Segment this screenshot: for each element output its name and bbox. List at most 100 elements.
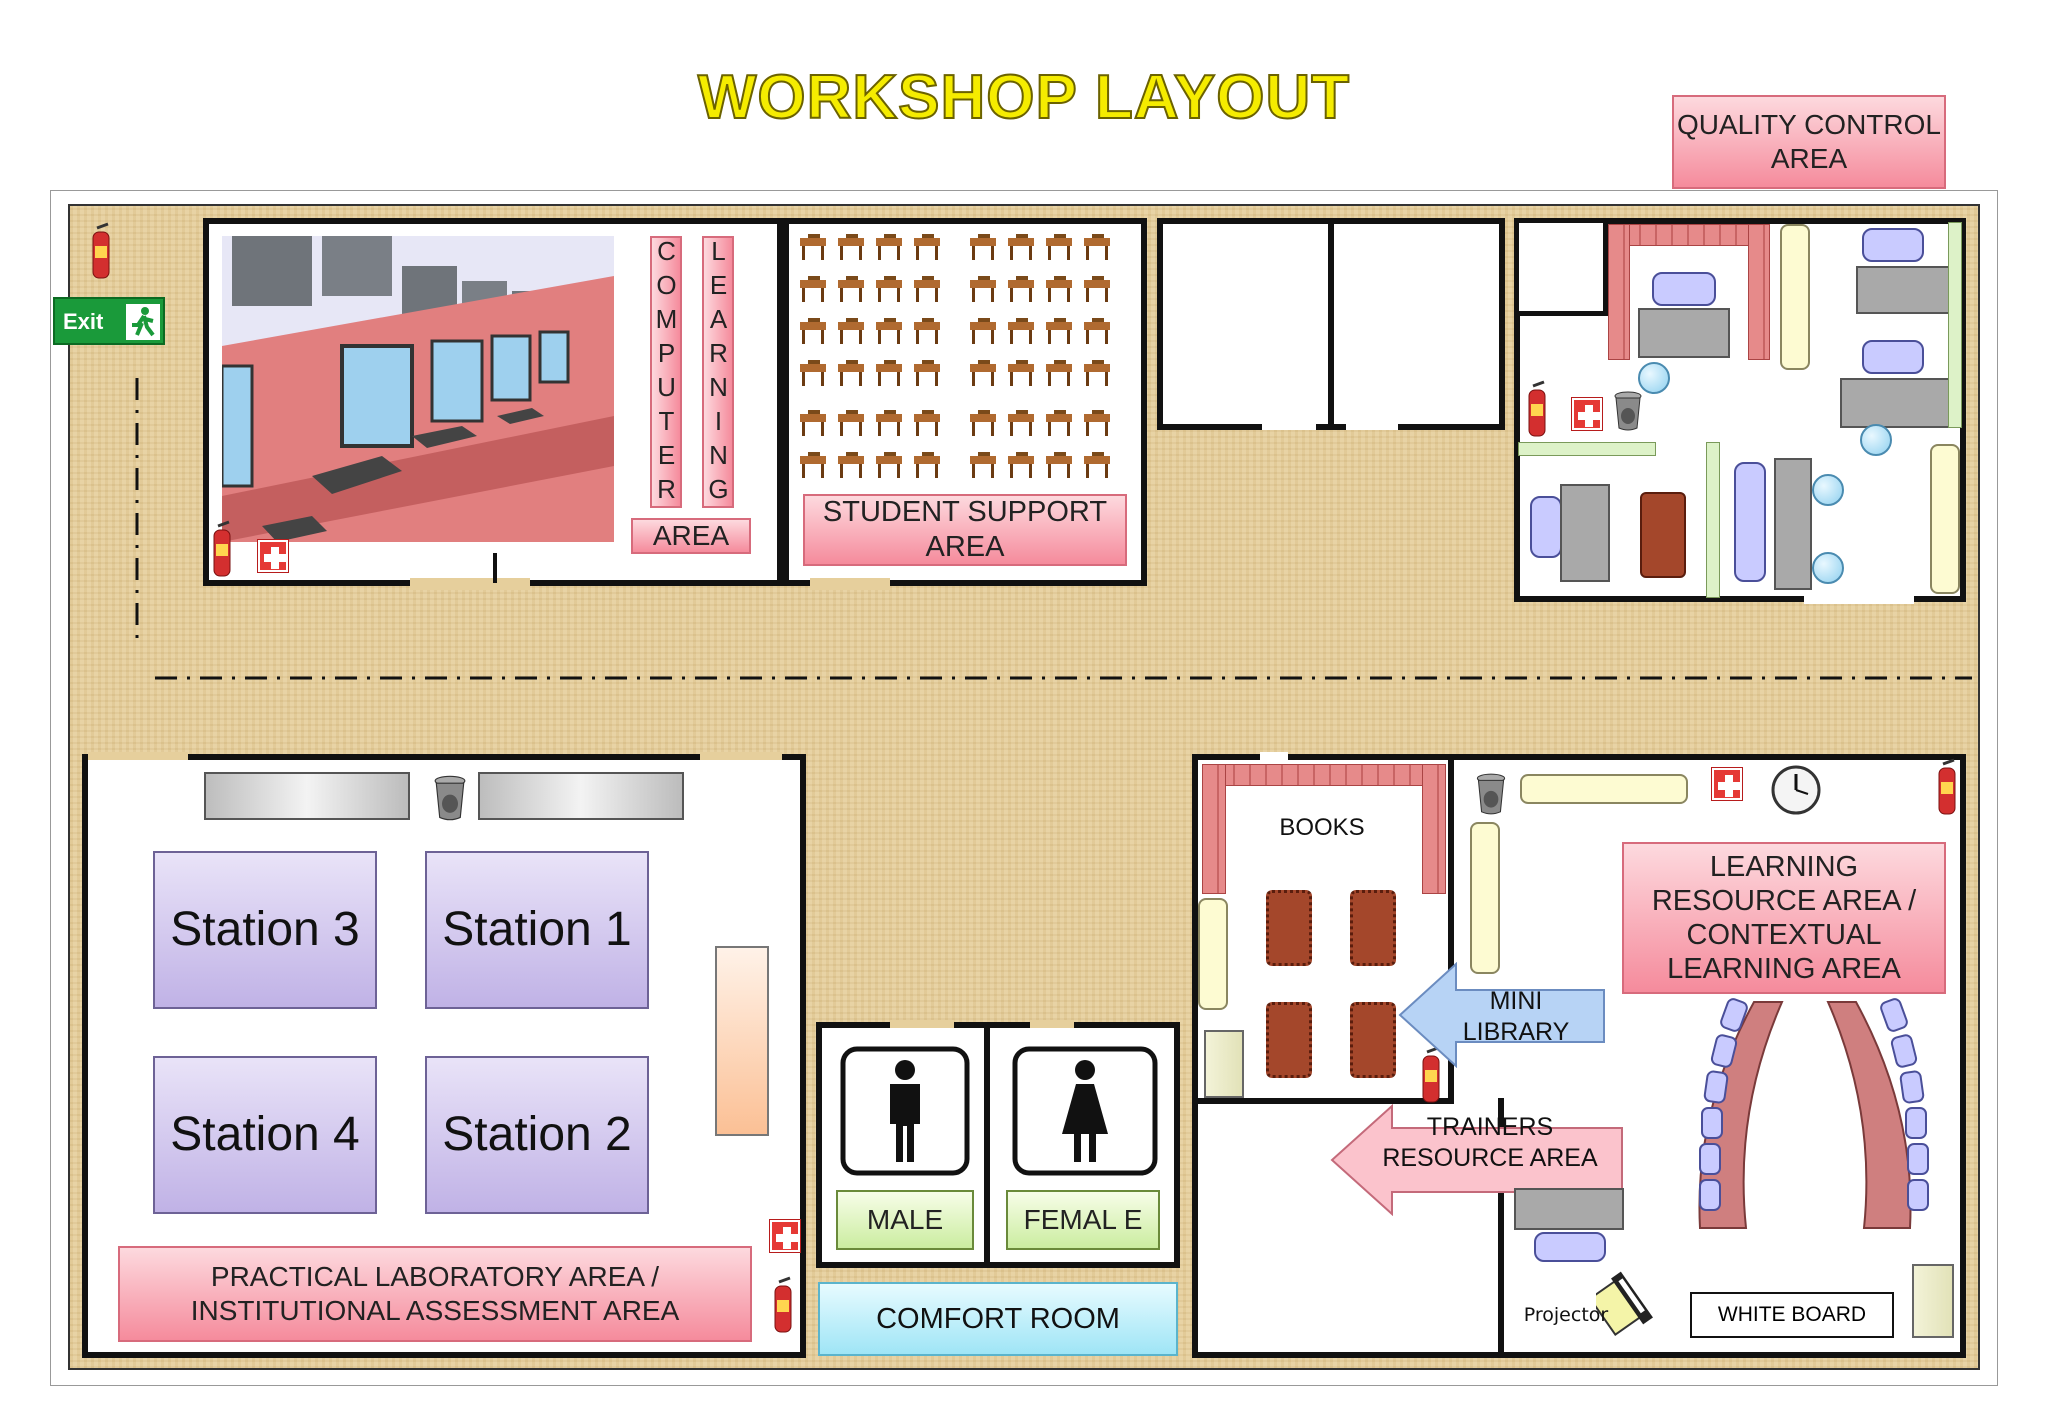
learning-vertical-label: LEARNING: [702, 236, 734, 508]
stool-icon: [1812, 474, 1844, 506]
page-title: WORKSHOP LAYOUT: [697, 62, 1351, 133]
library-table: [1350, 1002, 1396, 1078]
computer-area-label: AREA: [631, 518, 751, 554]
library-table: [1266, 890, 1312, 966]
first-aid-icon: [769, 1219, 801, 1253]
desk-chair-icon: [1530, 496, 1562, 558]
library-wall: [1448, 754, 1454, 1104]
desk-chair-icon: [1862, 340, 1924, 374]
stool-icon: [1638, 362, 1670, 394]
first-aid-icon: [1711, 767, 1743, 801]
doorway: [810, 578, 890, 590]
fire-extinguisher-icon: [1528, 380, 1546, 437]
trainers-resource-label: TRAINERS RESOURCE AREA: [1382, 1113, 1598, 1172]
male-toilet-icon: [840, 1046, 970, 1176]
fire-extinguisher-icon: [213, 520, 231, 577]
student-support-area-label: STUDENT SUPPORT AREA: [803, 494, 1127, 566]
bookshelf: [1202, 764, 1226, 894]
qc-desk: [1774, 458, 1812, 590]
wall-shelf: [1518, 442, 1656, 456]
white-board: WHITE BOARD: [1690, 1292, 1894, 1338]
sofa-icon: [1780, 224, 1810, 370]
fire-extinguisher-icon: [774, 1276, 792, 1333]
cr-divider: [984, 1022, 990, 1268]
trash-bin-icon: [1476, 773, 1506, 815]
running-man-icon: [126, 304, 160, 340]
u-shaped-table: [1698, 1001, 1912, 1229]
desk-block-left: [800, 234, 940, 478]
station-1: Station 1: [425, 851, 649, 1009]
female-toilet-icon: [1012, 1046, 1158, 1176]
stool-icon: [1860, 424, 1892, 456]
mini-library-label: MINI LIBRARY: [1462, 987, 1570, 1046]
bookshelf: [1202, 764, 1446, 786]
doorway: [700, 752, 782, 760]
wall-clock-icon: [1771, 765, 1821, 815]
sofa-icon: [1520, 774, 1688, 804]
trainer-wall: [1498, 1098, 1504, 1358]
chairs-row: [1699, 998, 1929, 1211]
desk-chair-icon: [1734, 462, 1766, 582]
exit-sign-icon: Exit: [53, 297, 165, 345]
stool-icon: [1812, 552, 1844, 584]
trainer-desk: [1514, 1188, 1624, 1230]
sofa-icon: [1198, 898, 1228, 1010]
projector-label: Projector: [1523, 1304, 1609, 1326]
student-desks-icon: [800, 234, 1110, 478]
station-2: Station 2: [425, 1056, 649, 1214]
qc-desk: [1560, 484, 1610, 582]
sofa-icon: [1930, 444, 1960, 594]
room-wall: [1316, 424, 1346, 430]
air-conditioner-icon: [1912, 1264, 1954, 1338]
doorway: [410, 578, 530, 590]
meeting-table: [1640, 492, 1686, 578]
wall-shelf: [1948, 222, 1962, 428]
shelf-brick: [1608, 224, 1770, 246]
air-conditioner-icon: [1204, 1030, 1244, 1098]
station-4: Station 4: [153, 1056, 377, 1214]
library-table: [1350, 890, 1396, 966]
doorway: [1030, 1020, 1074, 1028]
shelf-brick: [1608, 224, 1630, 360]
desk-chair-icon: [1862, 228, 1924, 262]
storage-cabinet: [715, 946, 769, 1136]
station-3: Station 3: [153, 851, 377, 1009]
doorway: [1260, 752, 1288, 760]
desk-chair-icon: [1534, 1232, 1606, 1262]
room-divider: [1328, 218, 1334, 430]
work-bench: [204, 772, 410, 820]
quality-control-area-label: QUALITY CONTROL AREA: [1672, 95, 1946, 189]
desk-chair-icon: [1652, 272, 1716, 306]
doorway: [1804, 596, 1914, 604]
exit-sign-label: Exit: [63, 309, 104, 334]
qc-closet: [1514, 218, 1608, 316]
sofa-icon: [1470, 822, 1500, 974]
trash-bin-icon: [434, 775, 466, 821]
fire-extinguisher-icon: [92, 222, 110, 279]
doorway: [88, 752, 188, 760]
mini-library-arrow: [1398, 962, 1605, 1068]
female-label: FEMAL E: [1006, 1190, 1160, 1250]
bookshelf: [1422, 764, 1446, 894]
qc-desk: [1856, 266, 1950, 314]
first-aid-icon: [1571, 397, 1603, 431]
trainers-arrow: [1330, 1104, 1623, 1216]
room-wall: [1398, 424, 1505, 430]
projector-icon: [1596, 1271, 1653, 1336]
fire-extinguisher-icon: [1938, 758, 1956, 815]
learning-resource-area-label: LEARNING RESOURCE AREA / CONTEXTUAL LEAR…: [1622, 842, 1946, 994]
first-aid-icon: [257, 539, 289, 573]
doorway: [890, 1020, 954, 1028]
qc-desk: [1840, 378, 1950, 428]
books-label: BOOKS: [1279, 814, 1365, 841]
door-divider: [493, 553, 497, 583]
fire-extinguisher-icon: [1422, 1046, 1440, 1103]
outer-frame: [50, 190, 1998, 1386]
practical-lab-label: PRACTICAL LABORATORY AREA / INSTITUTIONA…: [118, 1246, 752, 1342]
qc-desk: [1638, 308, 1730, 358]
computer-lab-illustration: [222, 236, 614, 542]
library-table: [1266, 1002, 1312, 1078]
library-wall: [1192, 1098, 1450, 1104]
wall-shelf: [1706, 442, 1720, 598]
